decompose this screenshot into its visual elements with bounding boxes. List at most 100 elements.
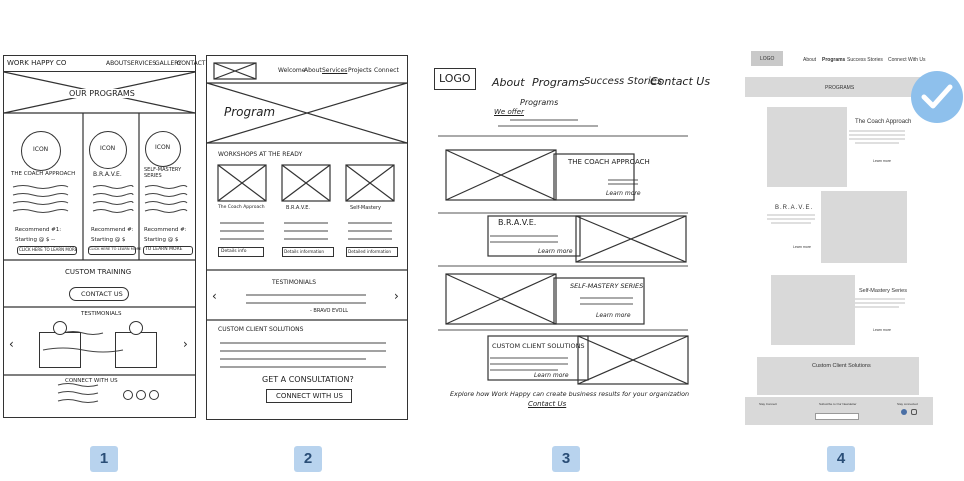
card-button-2[interactable] — [282, 247, 334, 257]
icon-circle-2 — [89, 131, 127, 169]
card-button-3[interactable] — [346, 247, 398, 257]
nav-connect[interactable]: Connect — [374, 67, 399, 74]
start-3: Starting @ $ — [144, 237, 179, 243]
scribble-lines — [12, 185, 188, 403]
learn-more-1[interactable]: Learn more — [606, 190, 641, 197]
contact-us-label: CONTACT US — [81, 290, 123, 298]
learn-more-button-1[interactable] — [17, 246, 77, 255]
col-title-1: THE COACH APPROACH — [11, 171, 76, 177]
instagram-icon[interactable] — [911, 409, 917, 415]
rec-1: Recommend #1: — [15, 227, 62, 233]
card-title-2: B.R.A.V.E. — [286, 205, 310, 211]
hero-title: OUR PROGRAMS — [69, 89, 135, 98]
contact-us-button[interactable] — [69, 287, 129, 301]
card-title-1: The Coach Approach — [218, 205, 265, 210]
learn-more-button-3[interactable] — [143, 246, 193, 255]
custom-solutions-title: Custom Client Solutions — [812, 363, 871, 369]
learn-more-2[interactable]: Learn more — [538, 248, 573, 255]
badge-2: 2 — [294, 446, 322, 472]
custom-training-title: CUSTOM TRAINING — [65, 268, 132, 276]
learn-more-4[interactable]: Learn more — [534, 372, 569, 379]
footer-col-2: Subscribe to Our Newsletter — [819, 402, 857, 406]
nav-gallery[interactable]: GALLERY — [155, 60, 182, 67]
item-title-1: The Coach Approach — [855, 119, 912, 125]
nav-contact[interactable]: Contact Us — [650, 75, 711, 88]
wireframe-2-frame — [206, 55, 408, 420]
start-2: Starting @ $ — [91, 237, 126, 243]
nav-success[interactable]: Success Stories — [847, 57, 883, 63]
learn-more-label-1: CLICK HERE TO LEARN MORE — [19, 247, 78, 252]
programs-banner — [745, 77, 933, 97]
nav-about[interactable]: About — [492, 76, 525, 89]
hero-placeholder — [3, 71, 196, 376]
footer-tagline: Explore how Work Happy can create busine… — [450, 390, 690, 398]
icon-label-2: ICON — [100, 145, 116, 152]
badge-4: 4 — [827, 446, 855, 472]
logo-text: LOGO — [760, 56, 775, 62]
testimonial-card-2 — [115, 332, 157, 368]
item-title-2: B.R.A.V.E. — [498, 218, 537, 227]
contact-link[interactable]: Contact Us — [528, 400, 567, 408]
wireframe-2: Welcome About Services Projects Connect … — [206, 55, 408, 420]
logo-block — [751, 51, 783, 66]
nav-welcome[interactable]: Welcome — [278, 67, 306, 74]
item-title-1: THE COACH APPROACH — [568, 158, 650, 166]
learn-more-1[interactable]: Learn more — [873, 159, 891, 163]
learn-more-3[interactable]: Learn more — [596, 312, 631, 319]
nav-programs[interactable]: Programs — [532, 76, 585, 89]
nav-success[interactable]: Success Stories — [584, 76, 663, 87]
badge-1: 1 — [90, 446, 118, 472]
banner-title: PROGRAMS — [825, 85, 855, 91]
learn-more-button-2[interactable] — [88, 246, 136, 255]
newsletter-input[interactable] — [815, 413, 859, 420]
card-button-label-3: Detailed information — [348, 249, 392, 254]
carousel-left-arrow[interactable]: ‹ — [9, 337, 14, 351]
carousel-right-arrow[interactable]: › — [394, 289, 399, 303]
nav-services[interactable]: SERVICES — [127, 60, 157, 67]
learn-more-3[interactable]: Learn more — [873, 328, 891, 332]
card-button-label-1: Details info — [221, 249, 247, 254]
col-title-2: B.R.A.V.E. — [93, 171, 122, 178]
nav-projects[interactable]: Projects — [348, 67, 372, 74]
footer-col-1: Stay Connect — [759, 402, 778, 406]
connect-button[interactable] — [266, 389, 352, 403]
footer-col-3: Stay connected — [897, 402, 918, 406]
carousel-right-arrow[interactable]: › — [183, 337, 188, 351]
nav-about[interactable]: About — [803, 57, 817, 63]
connect-title: CONNECT WITH US — [65, 378, 118, 384]
wireframe-1: WORK HAPPY CO ABOUT SERVICES GALLERY CON… — [3, 55, 205, 418]
carousel-left-arrow[interactable]: ‹ — [212, 289, 217, 303]
mockup-4: LOGO About Programs Success Stories Conn… — [745, 47, 933, 425]
testimonial-author: - BRAVO EVOLL — [310, 308, 349, 314]
learn-more-2[interactable]: Learn more — [793, 245, 811, 249]
nav-programs[interactable]: Programs — [822, 57, 846, 63]
social-icon-1[interactable] — [123, 390, 133, 400]
nav-contact[interactable]: CONTACT — [177, 60, 206, 67]
item-title-4: CUSTOM CLIENT SOLUTIONS — [492, 342, 585, 350]
facebook-icon[interactable] — [901, 409, 907, 415]
logo-box — [434, 68, 476, 90]
item-title-2: B.R.A.V.E. — [775, 205, 814, 211]
card-title-3: Self-Mastery — [350, 205, 381, 211]
testimonial-avatar-1 — [53, 321, 67, 335]
custom-solutions-block — [757, 357, 919, 395]
social-icon-3[interactable] — [149, 390, 159, 400]
card-button-1[interactable] — [218, 247, 264, 257]
badge-3: 3 — [552, 446, 580, 472]
start-1: Starting @ $ -- — [15, 237, 56, 243]
nav-connect[interactable]: Connect With Us — [888, 57, 926, 63]
social-icon-2[interactable] — [136, 390, 146, 400]
logo-text: LOGO — [439, 72, 471, 85]
item-title-3: SELF-MASTERY SERIES — [570, 282, 644, 290]
icon-circle-1 — [21, 131, 61, 171]
nav-about[interactable]: About — [304, 67, 322, 74]
item-title-3: Self-Mastery Series — [859, 288, 907, 294]
nav-about[interactable]: ABOUT — [106, 60, 127, 67]
icon-label-1: ICON — [33, 146, 49, 153]
hero-title: Program — [224, 105, 276, 119]
we-offer: We offer — [494, 108, 524, 116]
nav-services[interactable]: Services — [322, 67, 348, 74]
testimonial-card-1 — [39, 332, 81, 368]
brand-logo: WORK HAPPY CO — [7, 59, 67, 67]
testimonials-title: TESTIMONIALS — [272, 279, 317, 286]
